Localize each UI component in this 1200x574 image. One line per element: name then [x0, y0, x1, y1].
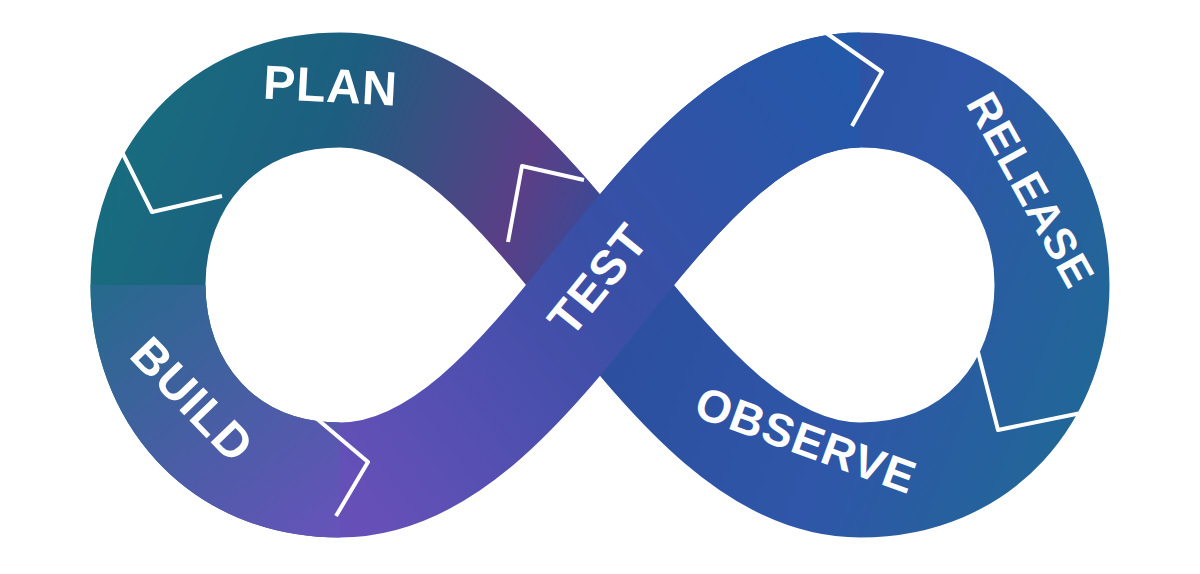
stage-label: OBSERVE: [690, 379, 923, 501]
stage-divider: [116, 140, 222, 212]
loop-band: [148, 90, 1052, 480]
stage-divider: [316, 418, 368, 516]
stage-divider: [978, 352, 1086, 430]
stage-divider: [822, 30, 882, 126]
stage-band: BUILD: [118, 324, 267, 475]
stage-label: TEST: [539, 216, 656, 345]
stage-label: BUILD: [122, 329, 262, 471]
stage-band: RELEASE: [955, 81, 1105, 299]
stage-band: PLAN: [257, 56, 403, 115]
stage-band: OBSERVE: [685, 375, 928, 504]
stage-label: RELEASE: [959, 85, 1102, 294]
stage-label: PLAN: [261, 59, 398, 114]
stage-band: TEST: [535, 211, 660, 349]
